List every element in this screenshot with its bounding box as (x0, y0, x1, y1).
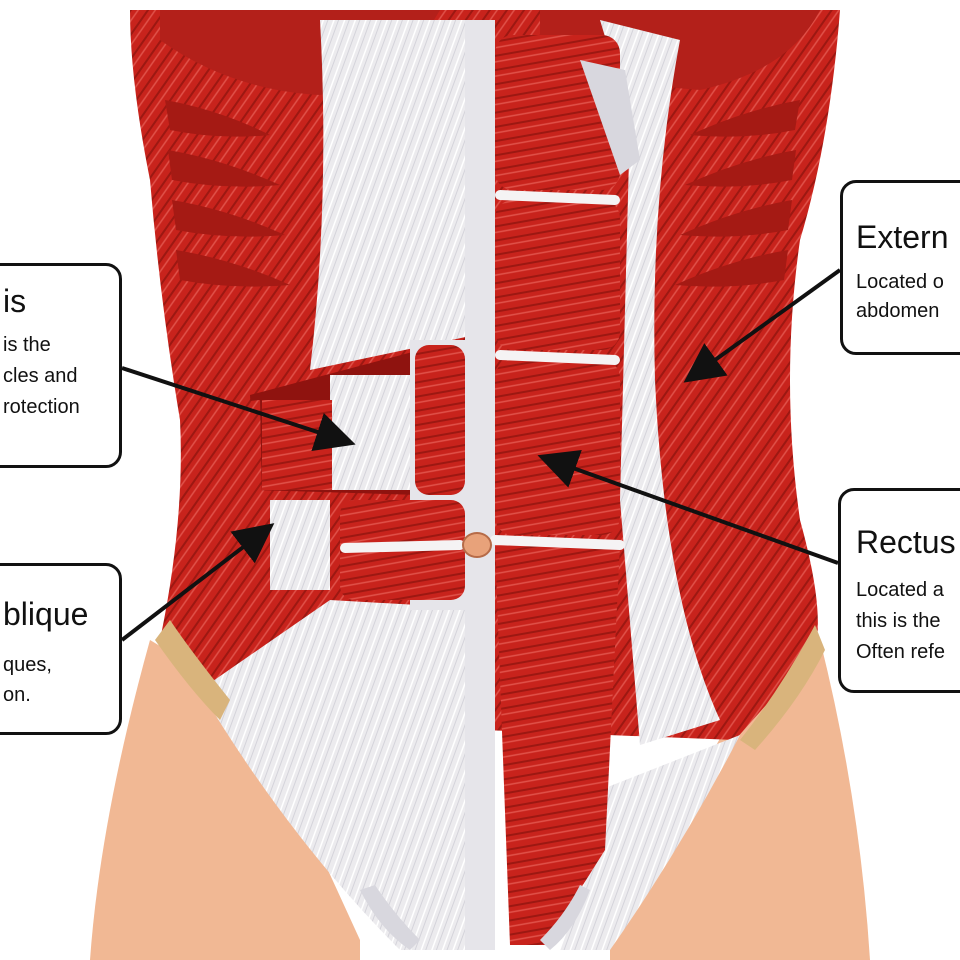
umbilicus (462, 532, 492, 558)
callout-rectus-abdominis: Rectus Located a this is the Often refe (838, 488, 960, 693)
callout-internal-oblique: blique ques, on. (0, 563, 122, 735)
rectus-sheath-flap (580, 60, 640, 175)
callout-title: blique (3, 596, 89, 632)
serratus-right (675, 100, 800, 287)
callout-title: is (3, 283, 27, 319)
callout-transversus-abdominis: is is the cles and rotection (0, 263, 122, 468)
callout-text-line: Located o (856, 271, 944, 293)
iliac-crest-right (740, 625, 825, 750)
fascia-left-upper (310, 20, 475, 370)
pubic-tubercle-right (540, 885, 590, 950)
skin-left (90, 640, 360, 960)
skin-right (610, 640, 870, 960)
tendinous-intersections (340, 190, 625, 553)
rectus-abdominis-right (495, 35, 620, 945)
callout-title: Rectus (856, 524, 956, 560)
transversus-muscle (262, 400, 332, 490)
serratus-left (165, 100, 290, 287)
arrow-transversus (121, 366, 356, 452)
callout-text-line: abdomen (856, 300, 940, 322)
callout-external-oblique: Extern Located o abdomen (840, 180, 960, 355)
arrow-internal-oblique (120, 523, 275, 642)
callout-text-line: is the (3, 334, 51, 356)
callout-text-line: ques, (3, 654, 52, 676)
rectus-abdominis-left (340, 345, 465, 600)
callout-text-line: cles and (3, 365, 78, 387)
internal-oblique-fascia (270, 500, 330, 590)
fascia-lower (200, 600, 470, 950)
callout-text-line: rotection (3, 396, 80, 418)
arrow-external-oblique (683, 268, 842, 383)
transversus-fascia (330, 375, 420, 490)
callout-text-line: on. (3, 684, 31, 706)
pubic-tubercle-left (360, 885, 420, 950)
arrow-rectus (537, 449, 839, 565)
iliac-crest-left (155, 620, 230, 720)
callout-text-line: this is the (856, 610, 941, 632)
callout-text-line: Often refe (856, 641, 945, 663)
callout-text-line: Located a (856, 579, 944, 601)
callout-title: Extern (856, 219, 949, 255)
fascia-right (600, 20, 720, 745)
